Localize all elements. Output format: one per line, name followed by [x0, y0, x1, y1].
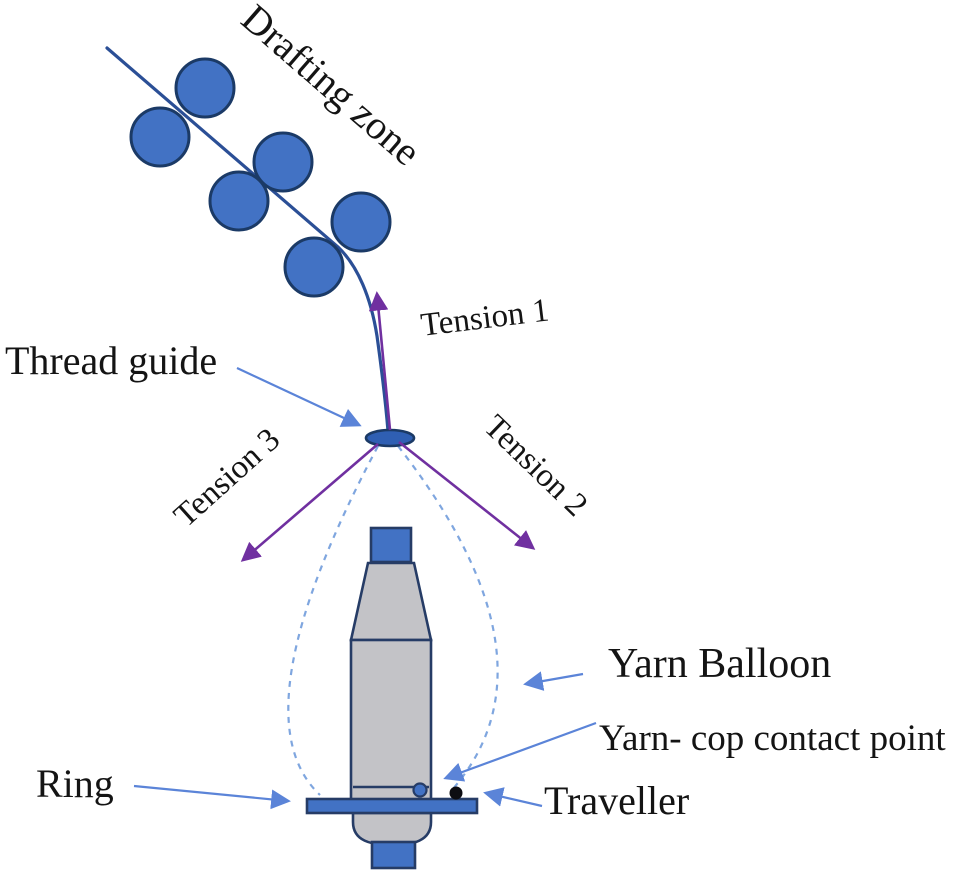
tension-3-arrow	[240, 443, 379, 562]
ring-label: Ring	[36, 761, 114, 806]
ring-bar	[305, 797, 479, 815]
roller-front-front	[330, 191, 392, 253]
balloon-right-curve	[397, 445, 499, 791]
roller-front-back	[283, 236, 345, 298]
yarn-line	[105, 46, 390, 433]
cop-top-cap	[369, 526, 413, 564]
balloon-left-curve	[287, 445, 379, 796]
cop-assembly	[305, 526, 479, 870]
roller-top-back	[129, 106, 191, 168]
yarn-balloon-pointer	[523, 671, 584, 691]
cop-shoulder	[349, 561, 433, 642]
traveller-label: Traveller	[544, 778, 690, 823]
roller-mid-front	[252, 131, 314, 193]
traveller-dot	[449, 786, 463, 800]
roller-top-front	[174, 57, 236, 119]
drafting-rollers	[129, 57, 392, 298]
yarn-cop-contact-dot	[412, 782, 428, 798]
yarn-cop-contact-point-label: Yarn- cop contact point	[599, 718, 946, 759]
yarn-balloon-outline	[287, 445, 499, 796]
label-arrows	[133, 367, 597, 810]
thread-guide-label: Thread guide	[5, 338, 218, 383]
cop-bottom-cap	[370, 840, 417, 870]
cop-bottom-dome	[351, 811, 433, 847]
thread-guide-pointer	[236, 367, 362, 427]
contact-point-pointer	[443, 721, 597, 782]
traveller-pointer	[483, 787, 543, 808]
roller-mid-back	[208, 170, 270, 232]
ring-pointer	[133, 784, 291, 810]
thread-guide-eyelet	[364, 428, 416, 448]
tension-2-arrow	[398, 440, 536, 550]
tension-1-arrow	[368, 291, 392, 431]
tension-arrows	[240, 291, 536, 562]
cop-body	[349, 638, 433, 802]
yarn-balloon-label: Yarn Balloon	[608, 641, 832, 687]
